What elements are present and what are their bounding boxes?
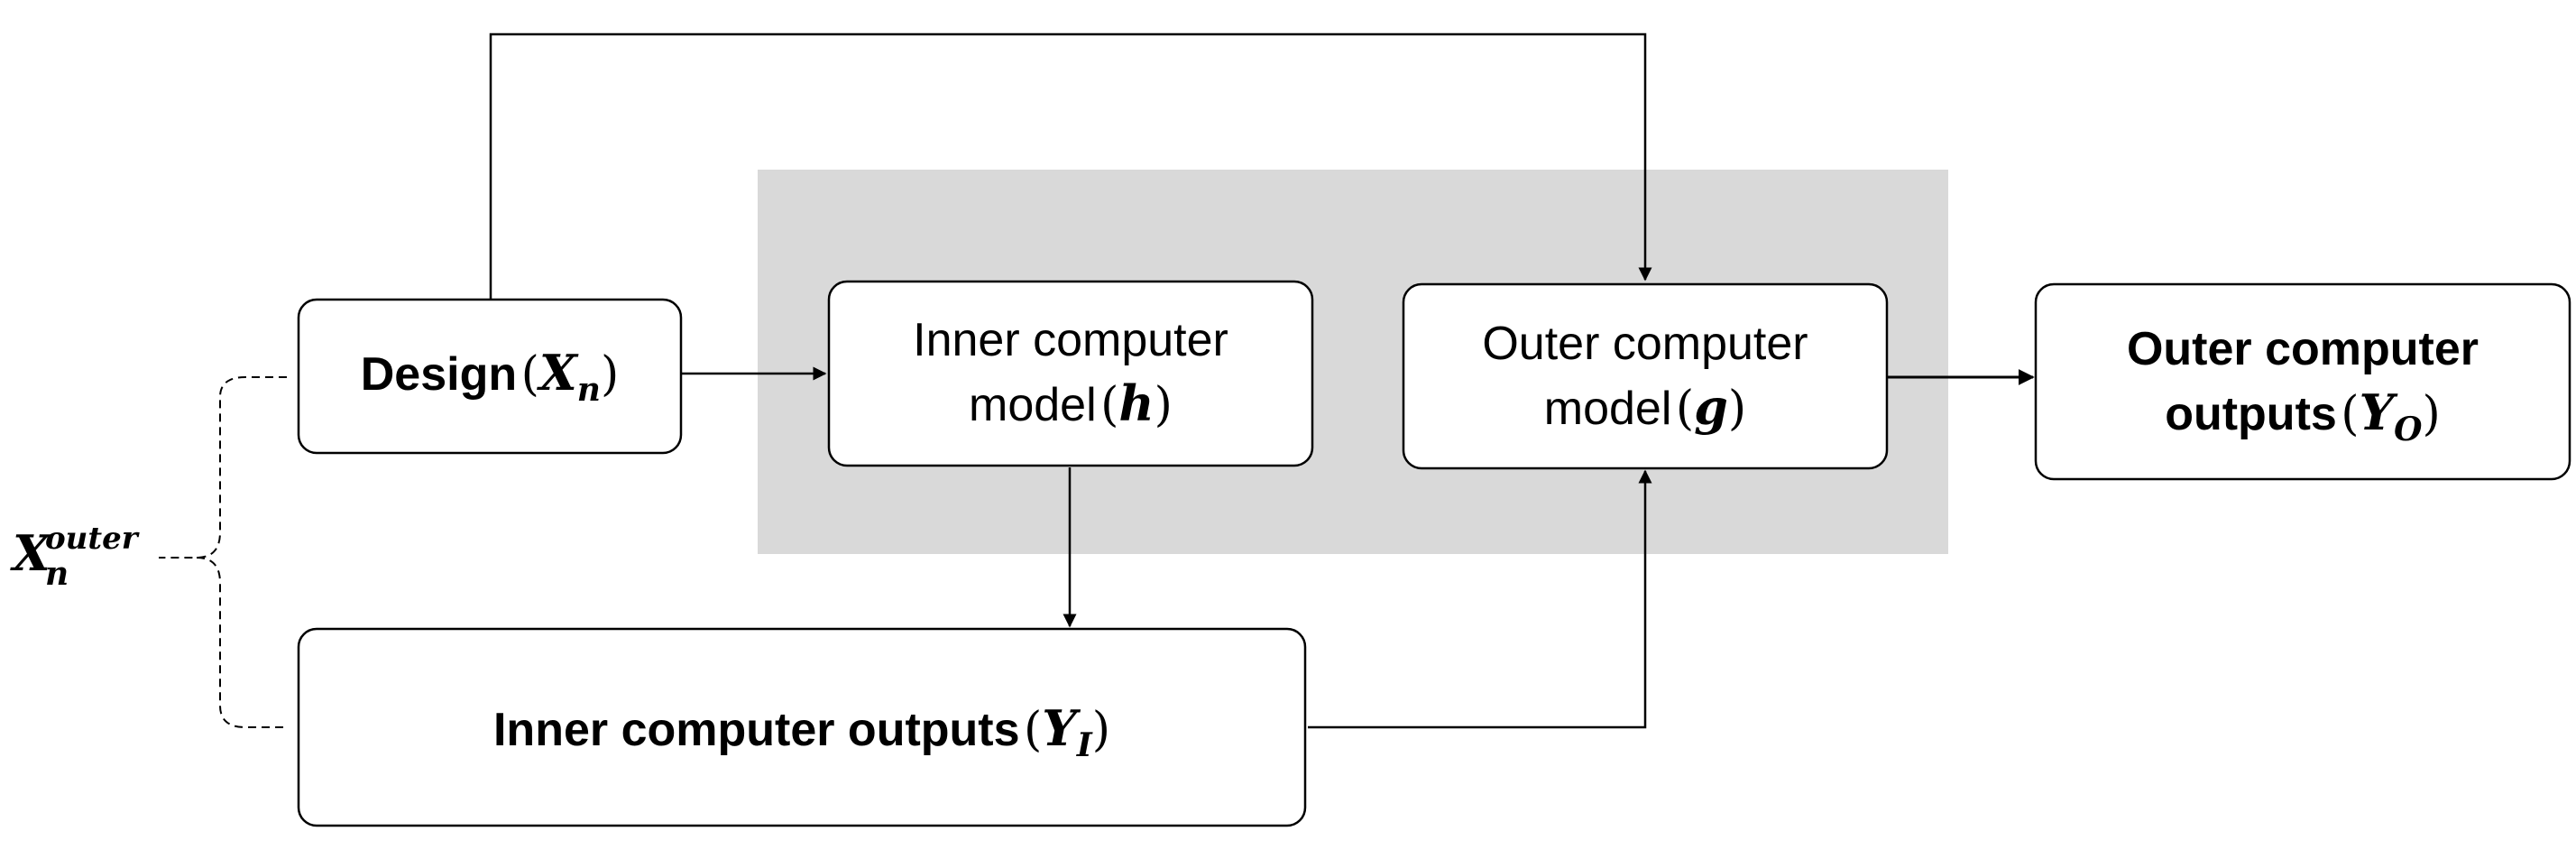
outer-outputs-variable: Y [2360, 383, 2398, 441]
inner-model-box: Inner computer model (h) [827, 280, 1314, 467]
inner-outputs-variable-subscript: I [1076, 726, 1093, 764]
svg-text:Design (Xn): Design (Xn) [361, 344, 620, 409]
outer-model-variable: g [1694, 378, 1728, 436]
outer-input-variable-subscript: n [45, 555, 69, 593]
svg-text:outputs (YO): outputs (YO) [2165, 383, 2441, 448]
design-variable: X [537, 344, 579, 402]
svg-text:model (g): model (g) [1544, 378, 1746, 436]
design-label: Design [361, 348, 517, 401]
outer-input-variable: X [10, 524, 52, 582]
inner-model-line1: Inner computer [913, 314, 1228, 366]
outer-input-brace [159, 376, 287, 728]
design-to-outer-model-connector [489, 32, 1652, 300]
inner-outputs-box: Inner computer outputs (YI) [297, 627, 1307, 827]
svg-text:model (h): model (h) [969, 374, 1173, 432]
design-box: Design (Xn) [297, 298, 683, 455]
outer-input-label: X n outer [10, 521, 140, 593]
inner-outputs-label: Inner computer outputs [493, 704, 1020, 756]
inner-outputs-to-outer-model-connector [1308, 469, 1652, 729]
outer-outputs-line2: outputs [2165, 388, 2337, 440]
outer-input-variable-superscript: outer [45, 521, 140, 557]
outer-model-box: Outer computer model (g) [1402, 282, 1889, 470]
outer-model-line1: Outer computer [1482, 318, 1808, 370]
svg-text:Inner computer outputs: Inner computer outputs (YI) [493, 699, 1110, 764]
design-variable-subscript: n [577, 371, 601, 409]
inner-outputs-variable: Y [1042, 699, 1081, 757]
inner-model-variable: h [1118, 374, 1154, 432]
outer-outputs-box: Outer computer outputs (YO) [2034, 282, 2571, 481]
outer-outputs-line1: Outer computer [2127, 323, 2479, 375]
outer-model-line2: model [1544, 383, 1672, 435]
inner-model-line2: model [969, 379, 1097, 431]
outer-outputs-variable-subscript: O [2394, 411, 2423, 448]
